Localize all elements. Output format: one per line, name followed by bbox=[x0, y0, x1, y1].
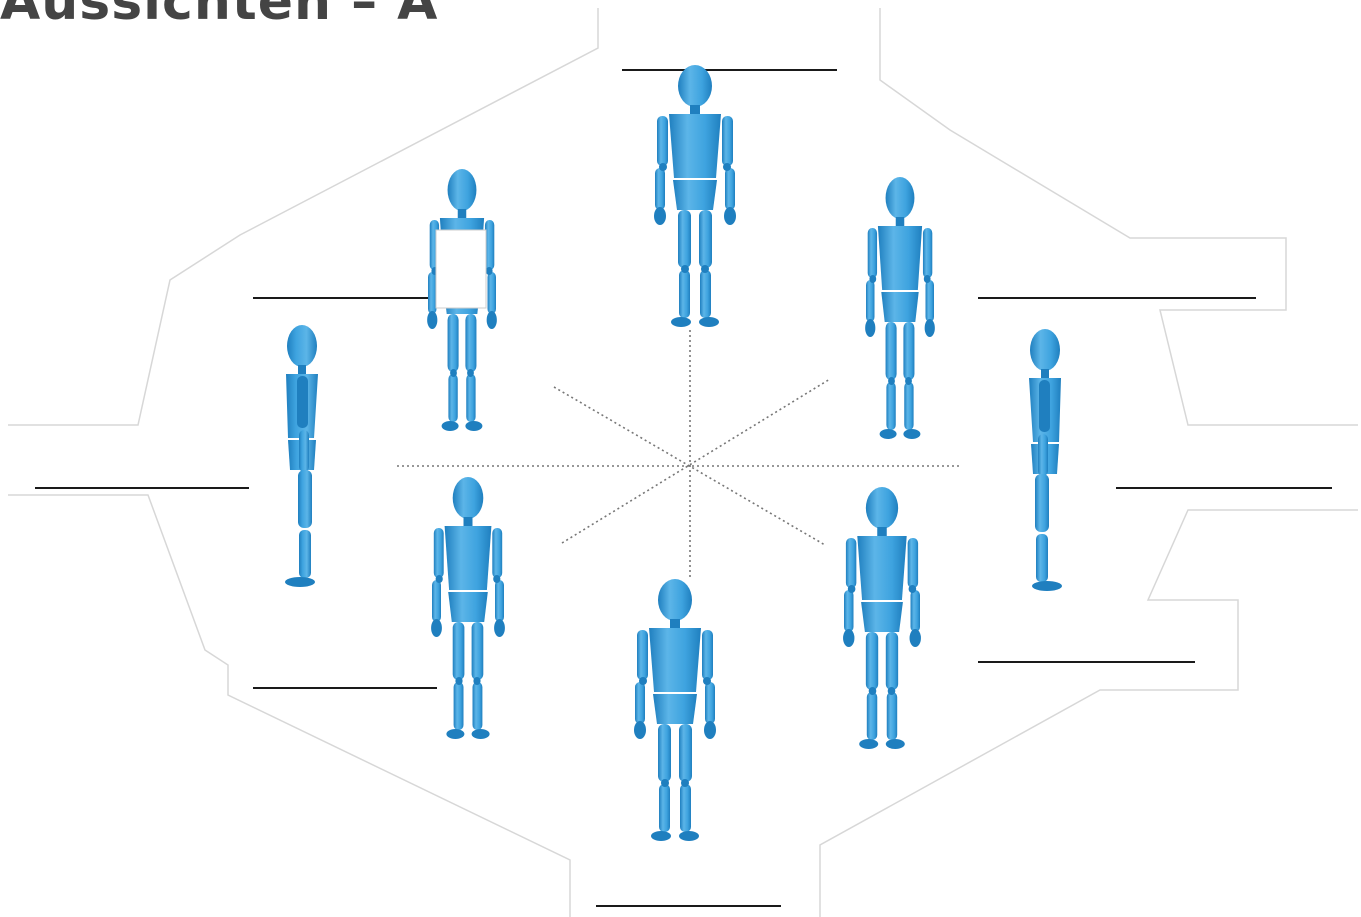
direction-line-diagonal-b bbox=[562, 379, 830, 543]
cover-patch bbox=[436, 230, 486, 308]
mannequin-lower-left-front-three-quarter bbox=[431, 477, 505, 739]
mannequin-left-side-view bbox=[285, 325, 318, 587]
mannequin-upper-right-back-three-quarter bbox=[865, 177, 935, 439]
mannequin-right-side-view bbox=[1029, 329, 1062, 591]
mannequin-lower-right-front-three-quarter bbox=[843, 487, 921, 749]
mannequin-bottom-front-view bbox=[634, 579, 716, 841]
mannequin-top-back-view bbox=[654, 65, 736, 327]
